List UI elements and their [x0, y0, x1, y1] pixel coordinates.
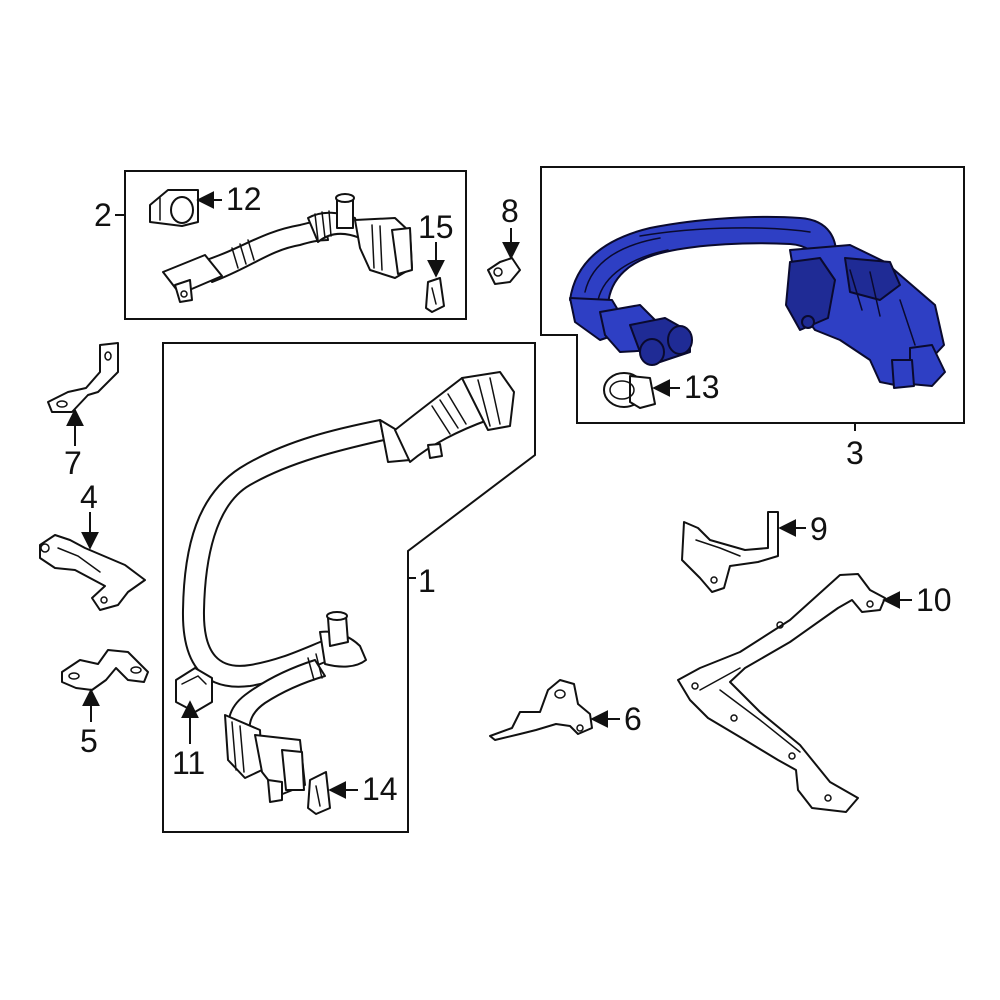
callout-14: 14 [362, 771, 398, 807]
callout-8: 8 [501, 193, 519, 229]
part-5-clamp[interactable] [61, 649, 149, 691]
callout-9: 9 [810, 511, 828, 547]
callout-10: 10 [916, 582, 952, 618]
part-6-bracket[interactable] [489, 679, 593, 741]
callout-2: 2 [94, 197, 112, 233]
part-2-hose-assembly[interactable] [162, 193, 413, 303]
callout-3: 3 [846, 435, 864, 471]
group-box-3 [540, 166, 965, 431]
part-1-hose-assembly[interactable] [181, 371, 515, 803]
part-7-bracket[interactable] [47, 342, 119, 413]
callout-11: 11 [172, 745, 205, 781]
part-14-clip[interactable] [307, 771, 331, 815]
group-box-1 [162, 342, 536, 833]
part-13-grommet[interactable] [603, 372, 656, 409]
callout-12: 12 [226, 181, 262, 217]
part-11-grommet[interactable] [175, 667, 213, 744]
part-12-grommet[interactable] [149, 189, 199, 227]
callout-arrows [66, 191, 912, 799]
part-9-bracket[interactable] [681, 511, 779, 593]
callout-15: 15 [418, 209, 454, 245]
part-4-bracket[interactable] [39, 534, 146, 611]
callout-5: 5 [80, 723, 98, 759]
part-8-clip[interactable] [487, 257, 521, 285]
part-15-clip[interactable] [425, 277, 445, 313]
callout-4: 4 [80, 479, 98, 515]
callout-7: 7 [64, 445, 82, 481]
callout-13: 13 [684, 369, 720, 405]
callout-labels: 1 2 3 4 5 6 7 8 9 10 11 12 13 14 15 [64, 181, 952, 807]
part-3-hose-assembly-highlighted[interactable] [569, 215, 946, 389]
callout-1: 1 [418, 563, 436, 599]
group-box-2 [115, 170, 467, 320]
callout-6: 6 [624, 701, 642, 737]
part-10-bracket[interactable] [677, 573, 886, 813]
